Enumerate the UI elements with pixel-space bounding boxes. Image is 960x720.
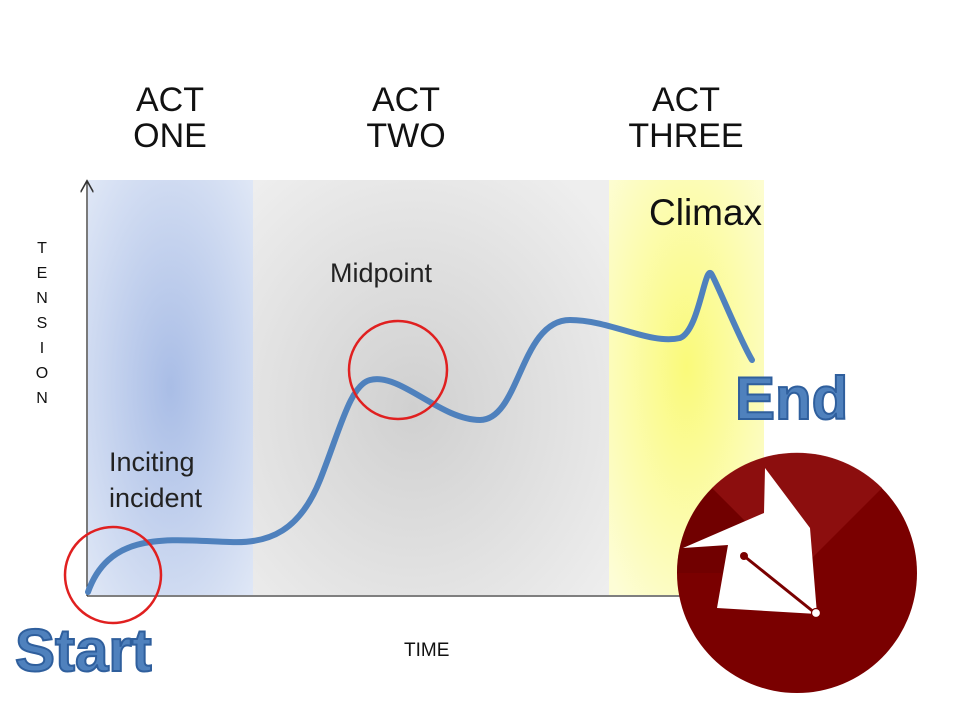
y-axis-letter: I: [39, 340, 45, 357]
y-axis-letter: S: [36, 315, 48, 332]
act-three-line2: THREE: [628, 117, 744, 155]
y-axis-letter: T: [37, 240, 47, 257]
inciting-line1: Inciting: [109, 447, 195, 477]
y-axis-label: T E N S I O N: [30, 236, 54, 411]
climax-label: Climax: [649, 192, 763, 233]
end-label: End: [734, 364, 849, 433]
y-axis-letter: N: [36, 390, 48, 407]
act-one-panel: [88, 180, 253, 595]
midpoint-highlight-circle: [347, 319, 449, 421]
midpoint-label: Midpoint: [330, 258, 433, 288]
inciting-line2: incident: [109, 483, 203, 513]
act-three-title: ACT THREE: [586, 82, 786, 154]
act-one-line2: ONE: [133, 117, 207, 155]
act-three-line1: ACT: [652, 81, 720, 119]
act-two-title: ACT TWO: [306, 82, 506, 154]
y-axis-letter: N: [36, 290, 48, 307]
start-label: Start: [14, 616, 153, 685]
y-axis-letter: O: [35, 365, 49, 382]
act-two-panel: [253, 180, 609, 595]
act-two-line2: TWO: [366, 117, 446, 155]
clock-icon: [676, 452, 917, 693]
y-axis-letter: E: [36, 265, 48, 282]
act-one-line1: ACT: [136, 81, 204, 119]
x-axis-label: TIME: [404, 640, 450, 661]
start-highlight-circle: [63, 525, 163, 625]
act-two-line1: ACT: [372, 81, 440, 119]
act-one-title: ACT ONE: [70, 82, 270, 154]
inciting-incident-label: Inciting incident: [109, 444, 202, 516]
tension-curve: [85, 269, 755, 595]
